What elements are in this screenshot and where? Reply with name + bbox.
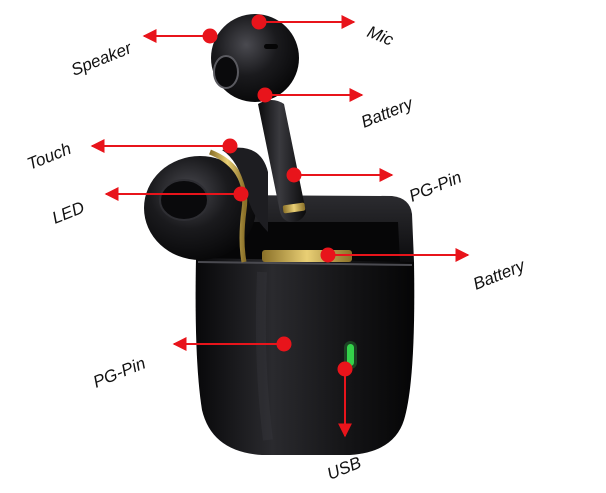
label-battery-bud: Battery	[358, 93, 416, 131]
callouts	[90, 14, 470, 438]
label-pg-pin-bud: PG-Pin	[406, 168, 464, 206]
label-led: LED	[49, 198, 87, 228]
case-body	[195, 258, 415, 455]
mic-dot	[251, 14, 267, 30]
left-earbud	[144, 147, 268, 263]
left-earbud-back	[222, 147, 268, 232]
speaker-dot	[202, 28, 218, 44]
pg-pin-case-dot	[276, 336, 292, 352]
case-sheen	[255, 271, 273, 441]
case-edge-highlight	[197, 261, 413, 266]
label-speaker: Speaker	[68, 38, 135, 80]
case-cavity	[210, 222, 400, 262]
right-earbud-speaker-grille	[213, 55, 239, 89]
label-pg-pin-case: PG-Pin	[90, 354, 148, 392]
touch-dot	[222, 138, 238, 154]
battery-case-dot	[320, 247, 336, 263]
charging-case	[195, 195, 415, 455]
right-earbud-gold-tip	[282, 202, 306, 214]
label-touch: Touch	[24, 139, 73, 174]
led-dot	[233, 186, 249, 202]
usb-dot	[337, 361, 353, 377]
right-earbud-mic-slot	[264, 44, 278, 49]
right-earbud	[211, 14, 306, 222]
right-earbud-stem	[258, 100, 306, 222]
pg-pin-bud-dot	[286, 167, 302, 183]
label-mic: Mic	[365, 22, 397, 50]
left-earbud-speaker	[159, 179, 209, 221]
left-earbud-gold-trim	[209, 149, 248, 263]
case-led-indicator	[347, 344, 354, 366]
label-usb: USB	[324, 453, 364, 484]
battery-bud-dot	[257, 87, 273, 103]
label-battery-case: Battery	[470, 255, 528, 293]
